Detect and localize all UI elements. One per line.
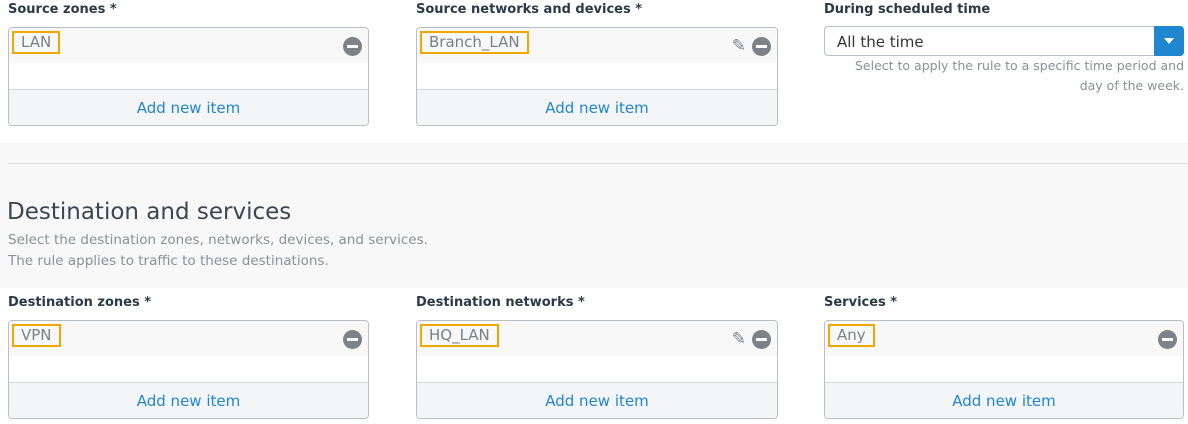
services-box: Any Add new item bbox=[824, 320, 1184, 419]
source-zones-box: LAN Add new item bbox=[8, 27, 369, 126]
divider bbox=[8, 163, 1188, 164]
remove-icon[interactable] bbox=[343, 37, 362, 56]
add-new-item-button[interactable]: Add new item bbox=[417, 382, 777, 418]
list-item: Any bbox=[825, 321, 1183, 356]
section-band bbox=[0, 143, 1188, 288]
edit-icon[interactable]: ✎ bbox=[731, 36, 746, 56]
add-new-item-button[interactable]: Add new item bbox=[825, 382, 1183, 418]
section-description-2: The rule applies to traffic to these des… bbox=[8, 253, 329, 269]
zone-item[interactable]: LAN bbox=[12, 31, 61, 54]
schedule-select[interactable]: All the time bbox=[824, 26, 1184, 56]
zone-item[interactable]: VPN bbox=[12, 324, 61, 347]
network-item[interactable]: HQ_LAN bbox=[420, 324, 499, 347]
edit-icon[interactable]: ✎ bbox=[731, 329, 746, 349]
schedule-label: During scheduled time bbox=[824, 2, 991, 17]
source-networks-label: Source networks and devices * bbox=[416, 2, 643, 17]
destination-zones-box: VPN Add new item bbox=[8, 320, 369, 419]
section-title: Destination and services bbox=[7, 199, 292, 225]
add-new-item-button[interactable]: Add new item bbox=[417, 89, 777, 125]
list-item: LAN bbox=[9, 28, 368, 63]
remove-icon[interactable] bbox=[343, 330, 362, 349]
services-label: Services * bbox=[824, 295, 898, 310]
destination-networks-label: Destination networks * bbox=[416, 295, 585, 310]
source-networks-box: Branch_LAN ✎ Add new item bbox=[416, 27, 778, 126]
remove-icon[interactable] bbox=[1158, 330, 1177, 349]
service-item[interactable]: Any bbox=[828, 324, 875, 347]
list-item: Branch_LAN ✎ bbox=[417, 28, 777, 63]
network-item[interactable]: Branch_LAN bbox=[420, 31, 529, 54]
section-description: Select the destination zones, networks, … bbox=[8, 232, 428, 248]
add-new-item-button[interactable]: Add new item bbox=[9, 382, 368, 418]
remove-icon[interactable] bbox=[752, 37, 771, 56]
add-new-item-button[interactable]: Add new item bbox=[9, 89, 368, 125]
schedule-help: Select to apply the rule to a specific t… bbox=[855, 58, 1184, 93]
list-item: VPN bbox=[9, 321, 368, 356]
list-item: HQ_LAN ✎ bbox=[417, 321, 777, 356]
destination-zones-label: Destination zones * bbox=[8, 295, 152, 310]
chevron-down-icon[interactable] bbox=[1154, 26, 1184, 56]
source-zones-label: Source zones * bbox=[8, 2, 117, 17]
remove-icon[interactable] bbox=[752, 330, 771, 349]
schedule-value: All the time bbox=[837, 33, 924, 51]
destination-networks-box: HQ_LAN ✎ Add new item bbox=[416, 320, 778, 419]
